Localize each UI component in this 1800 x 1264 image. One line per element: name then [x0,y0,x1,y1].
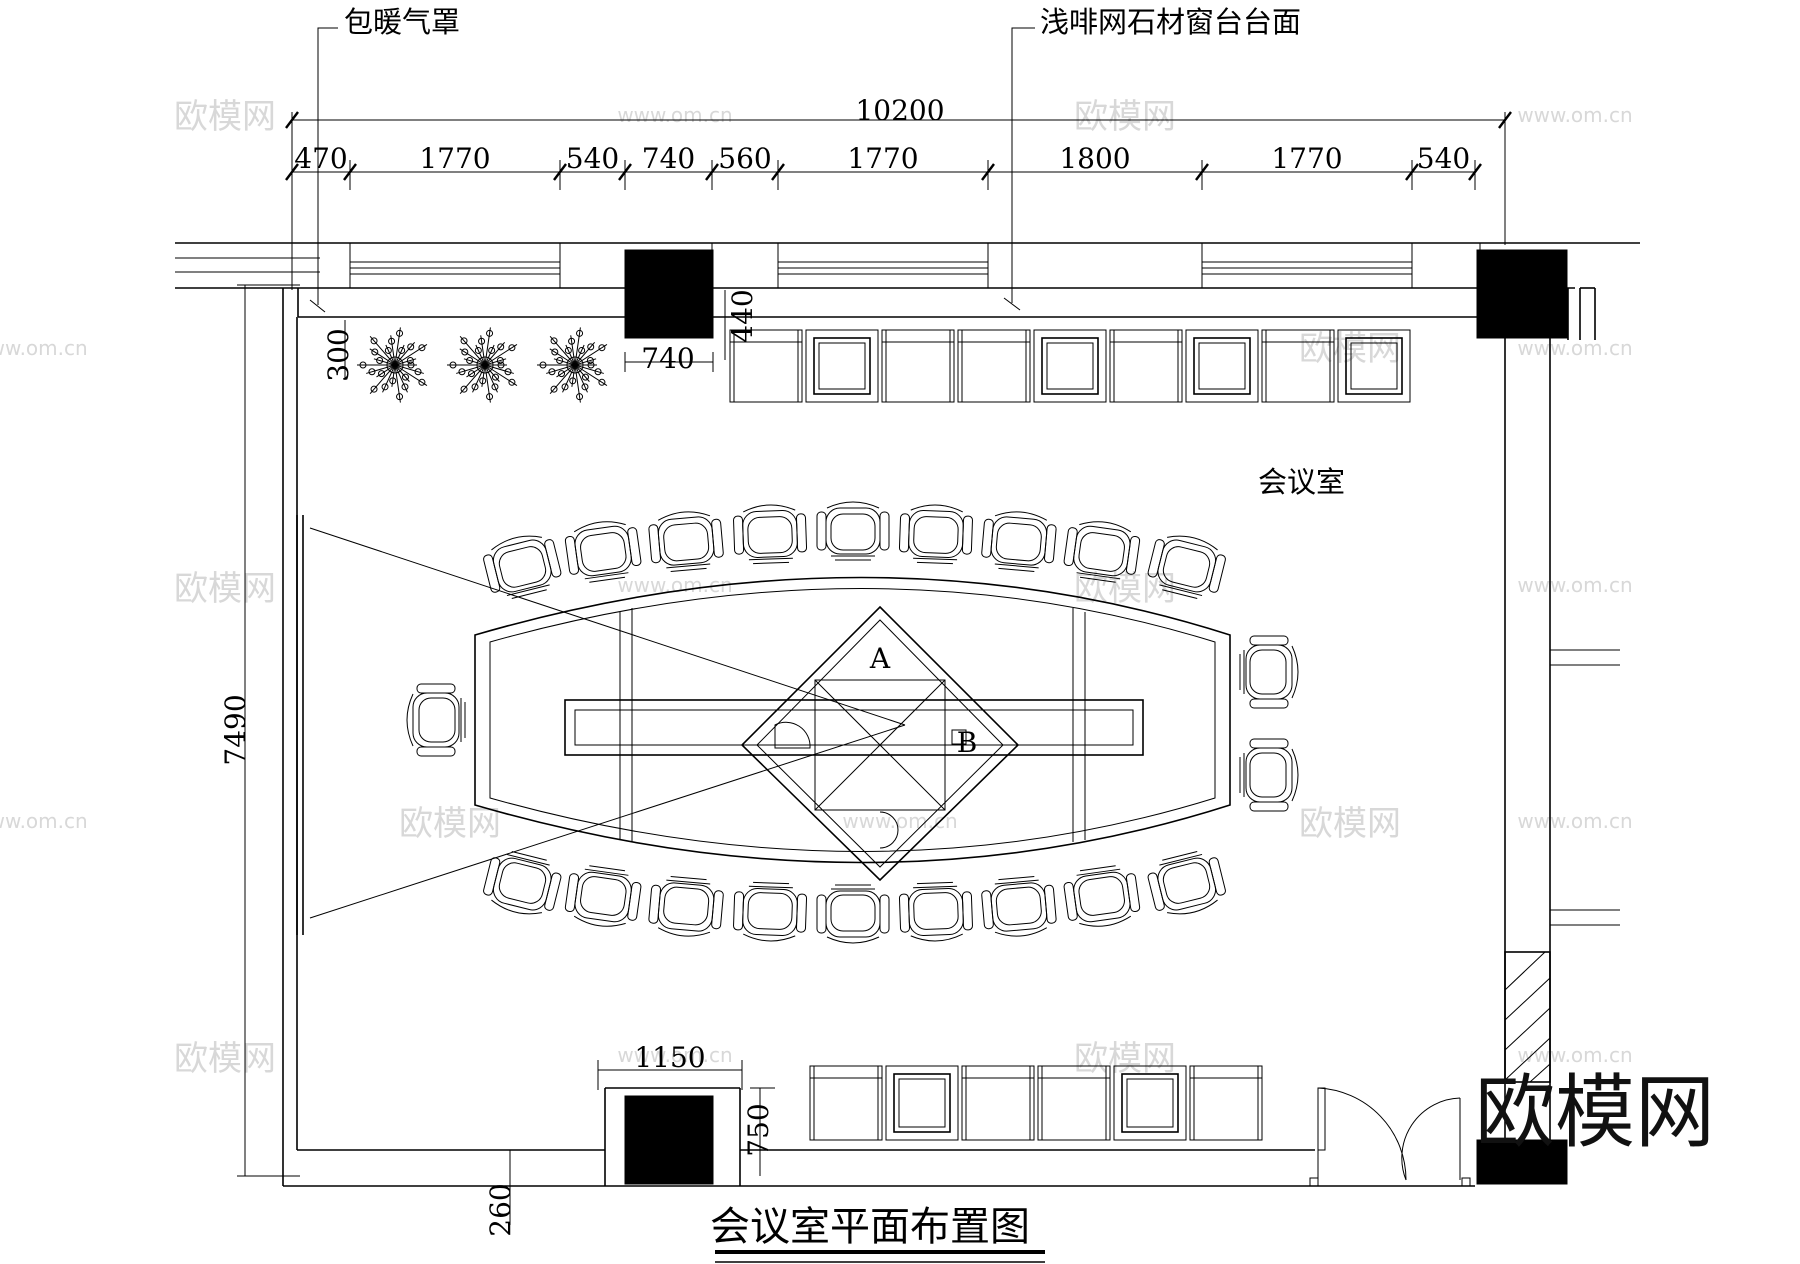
lounge-seating [729,329,1411,1141]
watermark-logo: 欧模网 [1299,329,1401,369]
chair [816,501,890,561]
dim-pillar-width: 740 [641,342,694,375]
chair [406,683,466,757]
watermark-url: www.om.cn [0,809,88,833]
chair [564,521,642,583]
chair [981,511,1057,572]
sofa-seat [1037,1065,1111,1141]
dimension-lines [237,112,1506,1225]
watermark-logo: 欧模网 [1074,1039,1176,1079]
planter [537,327,608,403]
chair [816,884,890,944]
dim-segment: 470 [294,142,347,175]
pillar-bottom-right [1476,1139,1568,1185]
dim-bottom-pillar-width: 1150 [634,1041,705,1074]
sofa-seat [1261,329,1335,403]
dim-planter-depth: 300 [322,328,355,381]
side-table [1113,1065,1187,1141]
conference-chairs [406,501,1299,944]
chair [648,511,724,572]
chair [898,881,973,942]
sofa-seat [809,1065,883,1141]
callout-leaders [309,27,1035,313]
callout-stone-sill: 浅啡网石材窗台台面 [1040,5,1301,39]
pillar-top-right [1476,249,1568,339]
dim-segment: 540 [1417,142,1470,175]
table-mark-a: A [869,642,891,675]
side-table [1337,329,1411,403]
drawing-title: 会议室平面布置图 [710,1204,1030,1250]
chair [1147,851,1226,915]
dim-overall: 10200 [855,94,944,127]
chair [564,865,642,927]
watermark-url: www.om.cn [617,103,732,127]
dim-segment: 1770 [847,142,918,175]
watermark-logo: 欧模网 [174,1039,276,1079]
watermark-url: www.om.cn [842,809,957,833]
chair [981,876,1057,937]
chair [733,504,808,565]
sofa-seat [881,329,955,403]
watermark-logo: 欧模网 [174,569,276,609]
side-table [805,329,879,403]
side-table [1185,329,1259,403]
dim-segment: 560 [718,142,771,175]
chair [1239,635,1299,709]
watermark-url: www.om.cn [1517,336,1632,360]
top-wall [175,242,1640,340]
brand-logo: 欧模网 [1475,1066,1715,1159]
dim-bottom-pillar-depth: 750 [742,1103,775,1156]
dim-segments: 470 1770 540 740 560 1770 1800 1770 540 [285,111,1512,190]
chair [483,535,562,599]
side-table [885,1065,959,1141]
watermark-logo: 欧模网 [1074,97,1176,137]
dim-segment: 740 [642,142,695,175]
watermark-logo: 欧模网 [399,804,501,844]
table-mark-b: B [957,726,978,759]
pillar-top-left [624,249,714,339]
dim-pillar-depth: 440 [726,289,759,342]
callout-radiator-cover: 包暖气罩 [344,5,460,39]
watermark-logo: 欧模网 [1299,804,1401,844]
chair [1063,865,1141,927]
sofa-seat [729,329,803,403]
planter [357,327,428,403]
room-walls [282,288,1620,1187]
chair [483,851,562,915]
side-table [1033,329,1107,403]
dim-segment: 1770 [419,142,490,175]
watermark-url: www.om.cn [617,1043,732,1067]
sofa-seat [1189,1065,1263,1141]
dim-segment: 540 [566,142,619,175]
planter [447,327,518,403]
sofa-seat [961,1065,1035,1141]
pillar-bottom-left [624,1095,714,1185]
chair [1063,521,1141,583]
chair [1147,535,1226,599]
planters [357,327,608,403]
watermark-url: www.om.cn [1517,573,1632,597]
dim-segment: 1770 [1271,142,1342,175]
chair [733,881,808,942]
dim-height: 7490 [219,694,252,765]
watermark-url: www.om.cn [0,336,88,360]
watermark-url: www.om.cn [1517,1043,1632,1067]
dim-bottom-wall: 260 [484,1183,517,1236]
dim-segment: 1800 [1059,142,1130,175]
sofa-seat [1109,329,1183,403]
conference-table [309,527,1231,919]
sofa-seat [957,329,1031,403]
room-label: 会议室 [1258,465,1345,499]
chair [1239,738,1299,812]
watermark-logo: 欧模网 [1074,569,1176,609]
watermark-logo: 欧模网 [174,97,276,137]
chair [648,876,724,937]
watermark-url: www.om.cn [1517,809,1632,833]
chair [898,504,973,565]
watermark-url: www.om.cn [617,573,732,597]
watermark-url: www.om.cn [1517,103,1632,127]
